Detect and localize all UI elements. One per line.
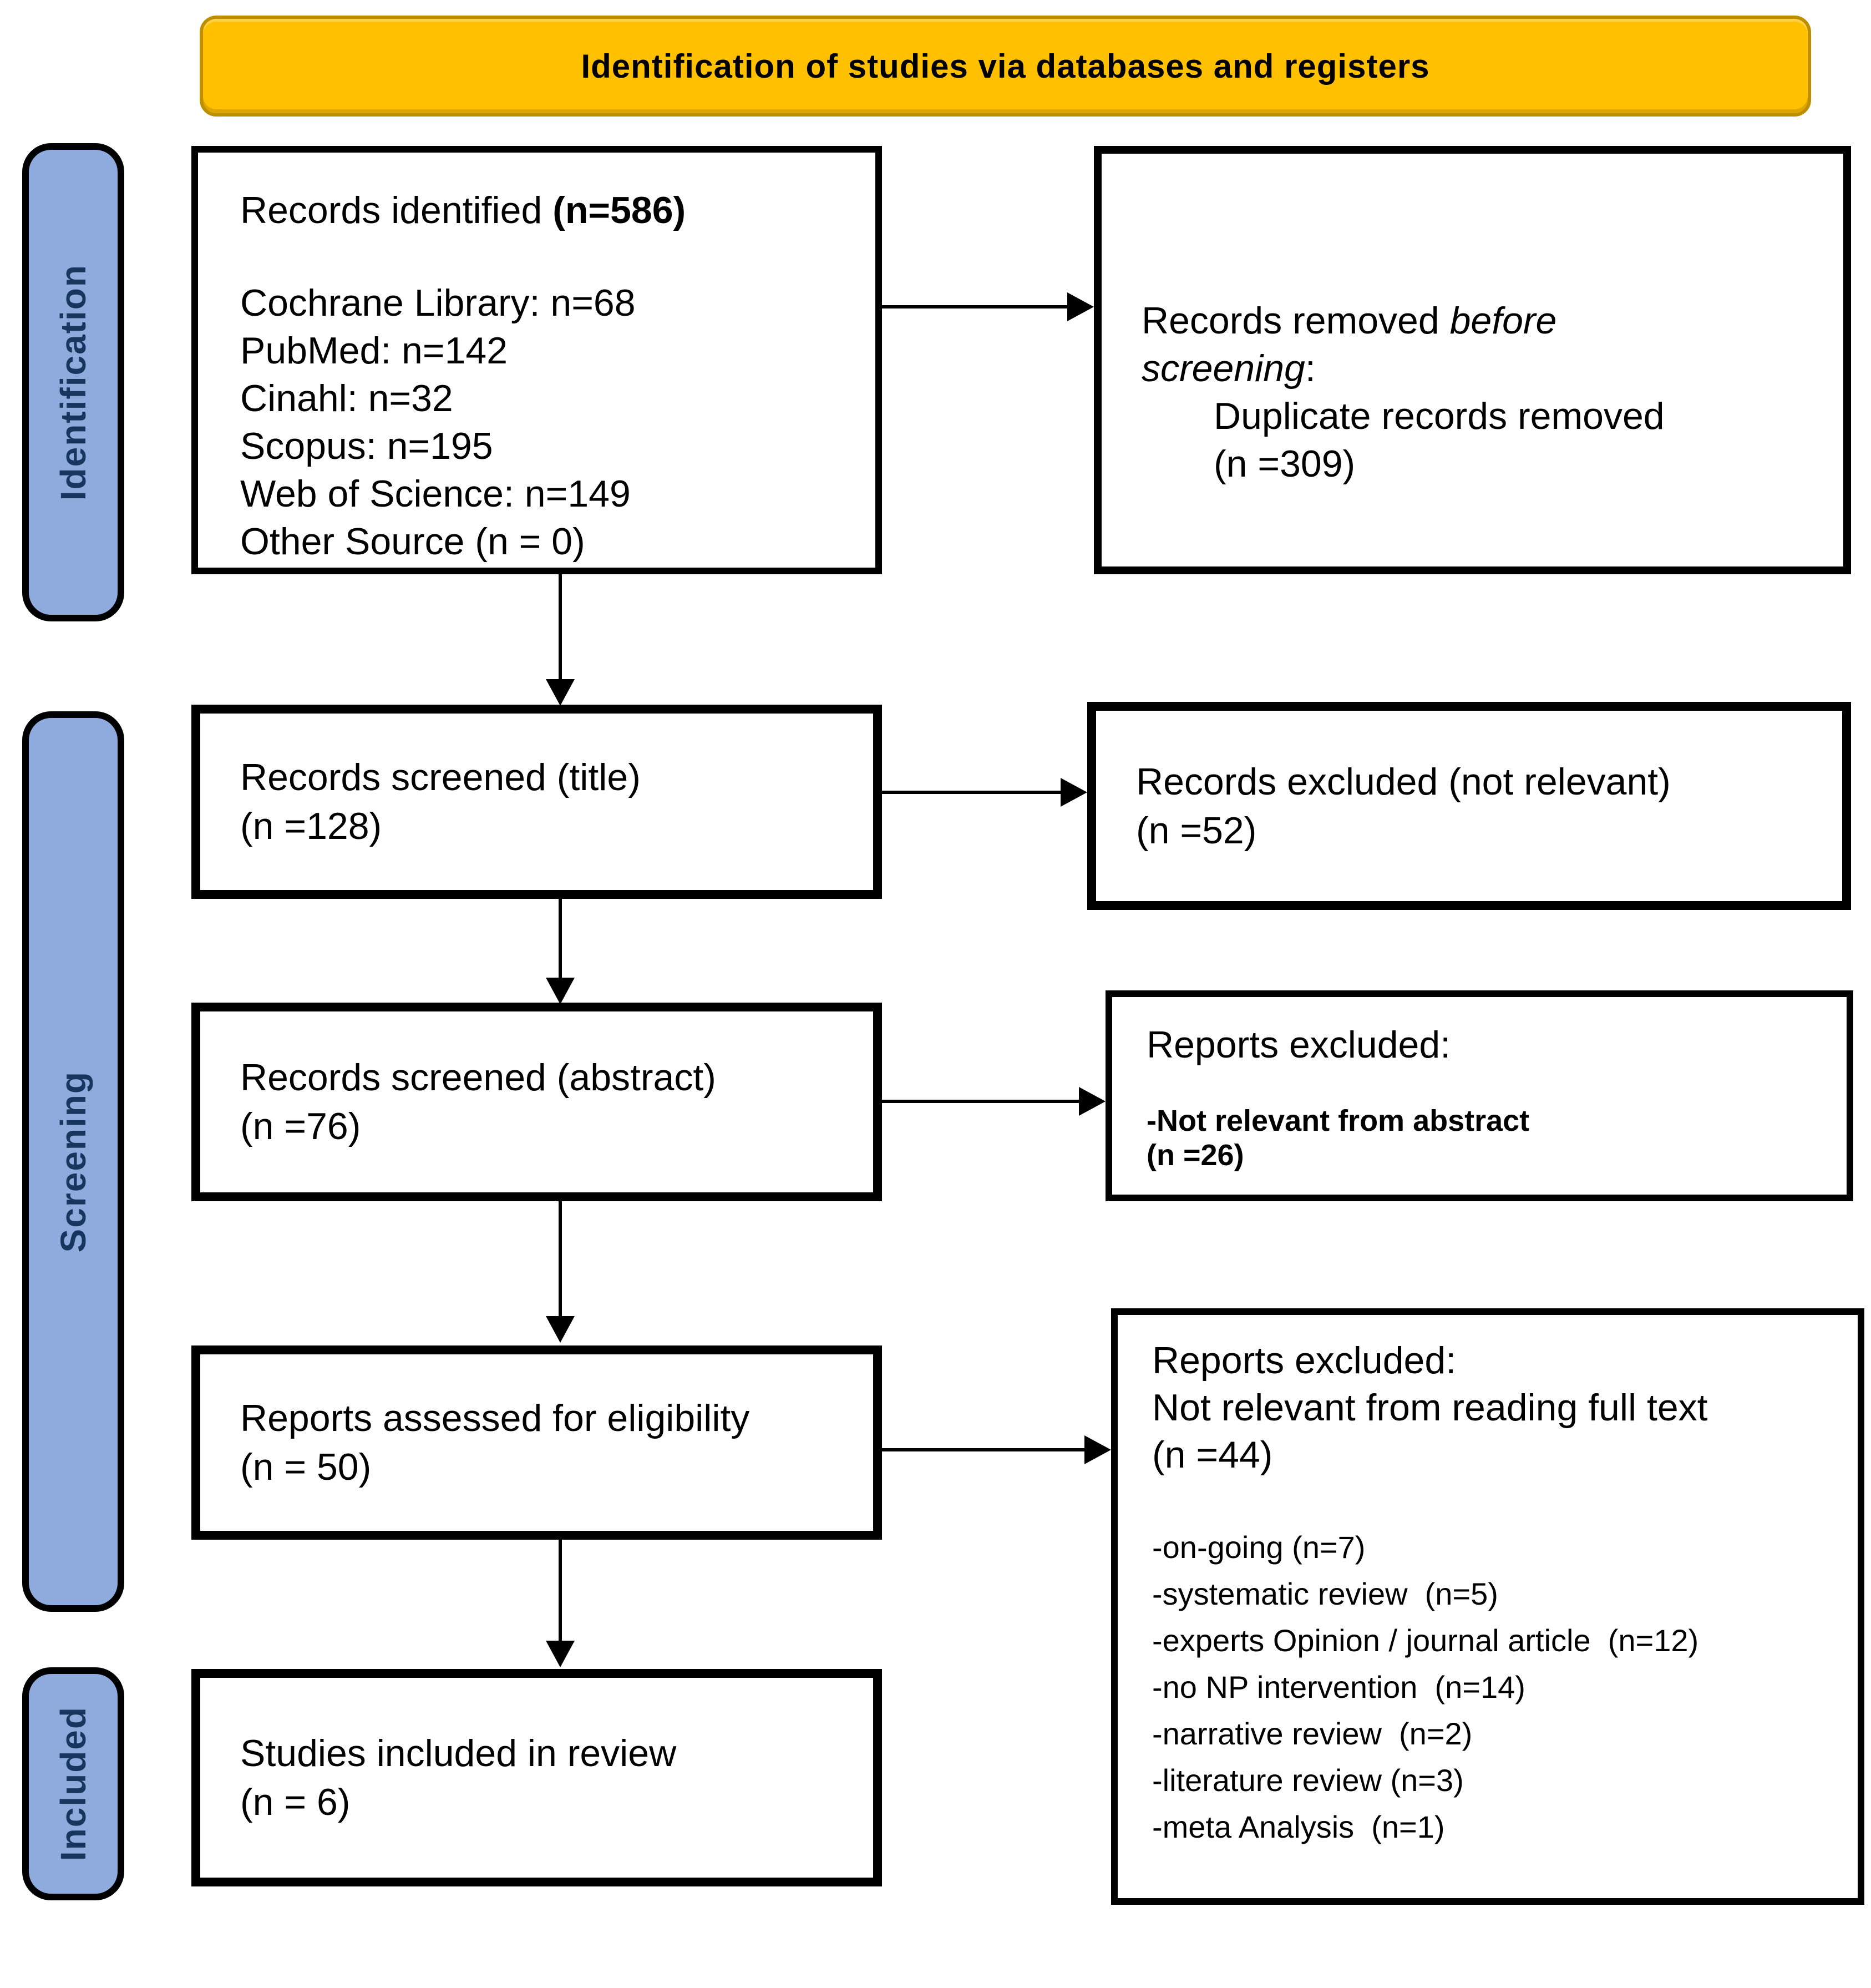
flow-connector-v2 [559, 898, 562, 980]
source-line: Cinahl: n=32 [240, 377, 453, 419]
records-identified-title: Records identified (n=586) [240, 189, 686, 231]
arrow-down-icon [546, 978, 575, 1004]
exclusion-reason: -narrative review (n=2) [1152, 1716, 1473, 1751]
box-records-screened-title: Records screened (title) (n =128) [191, 705, 882, 899]
box-records-excluded-not-relevant: Records excluded (not relevant) (n =52) [1087, 702, 1851, 910]
phase-tab-screening: Screening [22, 711, 124, 1612]
source-line: Cochrane Library: n=68 [240, 282, 636, 324]
assessed-line: Reports assessed for eligibility [240, 1397, 750, 1439]
exclusion-reason: -literature review (n=3) [1152, 1763, 1464, 1798]
banner-title-text: Identification of studies via databases … [581, 47, 1430, 85]
arrow-down-icon [546, 1316, 575, 1343]
arrow-down-icon [546, 679, 575, 706]
source-line: Web of Science: n=149 [240, 473, 631, 515]
flow-connector-h1 [882, 305, 1068, 308]
flow-connector-v4 [559, 1539, 562, 1643]
excluded-title-line: Records excluded (not relevant) [1136, 760, 1671, 803]
phase-tab-included-label: Included [53, 1706, 93, 1861]
exclusion-reason: -on-going (n=7) [1152, 1530, 1366, 1565]
duplicates-removed-count: (n =309) [1214, 443, 1356, 485]
box-reports-assessed-eligibility: Reports assessed for eligibility (n = 50… [191, 1345, 882, 1540]
source-line: Scopus: n=195 [240, 425, 493, 467]
arrow-right-icon [1061, 778, 1087, 807]
spacer [1152, 1479, 1852, 1524]
arrow-right-icon [1067, 292, 1094, 321]
exclusion-reason: -systematic review (n=5) [1152, 1576, 1498, 1611]
box-records-screened-abstract: Records screened (abstract) (n =76) [191, 1003, 882, 1201]
fulltext-excluded-heading: Reports excluded: [1152, 1339, 1457, 1382]
arrow-right-icon [1084, 1435, 1111, 1464]
screened-title-count: (n =128) [240, 805, 382, 847]
spacer [240, 235, 870, 279]
flow-connector-h2 [882, 791, 1063, 794]
flow-connector-v3 [559, 1200, 562, 1318]
fulltext-excluded-subheading: Not relevant from reading full text [1152, 1387, 1708, 1429]
included-line: Studies included in review [240, 1732, 677, 1774]
phase-tab-identification: Identification [22, 143, 124, 621]
included-count: (n = 6) [240, 1781, 351, 1823]
box-reports-excluded-fulltext: Reports excluded: Not relevant from read… [1111, 1308, 1864, 1905]
box-studies-included: Studies included in review (n = 6) [191, 1669, 882, 1886]
box-records-removed-before-screening: Records removed before screening: Duplic… [1094, 146, 1851, 574]
screened-abstract-count: (n =76) [240, 1105, 361, 1147]
records-removed-heading: Records removed before screening: [1142, 300, 1557, 389]
box-reports-excluded-abstract: Reports excluded: -Not relevant from abs… [1106, 990, 1853, 1201]
exclusion-reason: -experts Opinion / journal article (n=12… [1152, 1623, 1699, 1658]
banner-title: Identification of studies via databases … [200, 16, 1811, 117]
flow-connector-h3 [882, 1100, 1081, 1103]
exclusion-reason: -meta Analysis (n=1) [1152, 1809, 1445, 1844]
duplicates-removed-line: Duplicate records removed [1214, 395, 1665, 437]
phase-tab-screening-label: Screening [53, 1070, 93, 1253]
assessed-count: (n = 50) [240, 1446, 372, 1488]
flow-connector-v1 [559, 574, 562, 681]
box-records-identified: Records identified (n=586) Cochrane Libr… [191, 146, 882, 574]
phase-tab-identification-label: Identification [53, 264, 93, 501]
source-line: Other Source (n = 0) [240, 520, 585, 563]
phase-tab-included: Included [22, 1667, 124, 1900]
excluded-title-count: (n =52) [1136, 809, 1257, 852]
flow-connector-h4 [882, 1448, 1086, 1451]
arrow-down-icon [546, 1641, 575, 1667]
arrow-right-icon [1079, 1087, 1106, 1116]
screened-title-line: Records screened (title) [240, 756, 641, 798]
exclusion-reason: -no NP intervention (n=14) [1152, 1670, 1525, 1704]
screened-abstract-line: Records screened (abstract) [240, 1056, 716, 1099]
source-line: PubMed: n=142 [240, 330, 508, 372]
not-relevant-abstract-count: (n =26) [1147, 1139, 1244, 1172]
fulltext-excluded-count: (n =44) [1152, 1434, 1273, 1476]
not-relevant-abstract-line: -Not relevant from abstract [1147, 1104, 1530, 1137]
reports-excluded-heading: Reports excluded: [1147, 1024, 1451, 1066]
